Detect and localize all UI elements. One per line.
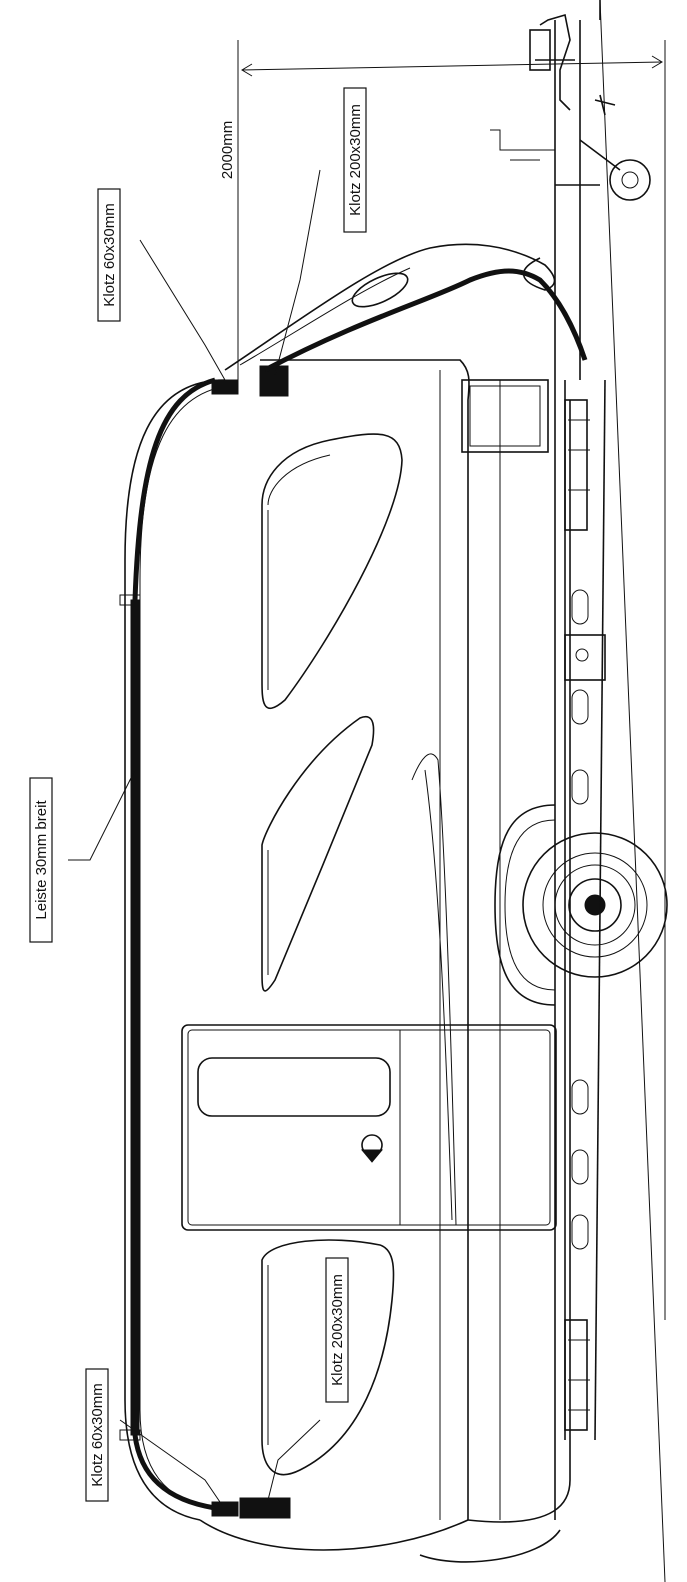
wheel-arch [494, 804, 556, 1006]
label-block-rear-60: Klotz 60x30mm [85, 1368, 109, 1502]
chassis-slot-4 [571, 1079, 589, 1115]
label-block-front-60: Klotz 60x30mm [97, 188, 121, 322]
chassis [564, 379, 606, 1441]
body-swoosh [411, 753, 457, 1226]
chassis-slot-6 [571, 1214, 589, 1250]
chassis-bracket-3 [564, 1319, 588, 1431]
block-rear-60-mark [211, 1501, 239, 1517]
window-front-large [261, 433, 403, 709]
dimension-2000 [237, 0, 666, 1582]
windows [261, 433, 403, 1476]
label-block-front-200-text: Klotz 200x30mm [347, 104, 364, 216]
label-dimension: 2000mm [219, 121, 236, 179]
window-front-large-inner [267, 454, 331, 690]
chassis-slot-5 [571, 1149, 589, 1185]
front-nose-inner [239, 267, 411, 366]
roof-strip-bar [130, 599, 140, 1436]
label-block-front-60-text: Klotz 60x30mm [101, 203, 118, 306]
chassis-slot-2 [571, 689, 589, 725]
blocks [211, 365, 291, 1519]
ground-line [599, 0, 666, 1582]
wheel-rim [542, 852, 648, 958]
label-block-rear-200-text: Klotz 200x30mm [329, 1274, 346, 1386]
caravan-body [124, 0, 601, 1563]
front-hatch [461, 379, 549, 453]
chassis-slot-3 [571, 769, 589, 805]
hitch-head [529, 29, 551, 71]
chassis-bracket-1 [564, 634, 606, 681]
label-strip-text: Leiste 30mm breit [33, 800, 50, 920]
jockey-wheel-hub [621, 171, 639, 189]
roof-inner-line [139, 384, 236, 1511]
wheel-arch-inner [504, 819, 556, 991]
front-roof-curve-strip [132, 377, 216, 601]
dim-arrow-right [651, 55, 663, 69]
roof-strip [119, 377, 216, 1511]
leader-strip [68, 769, 136, 861]
stabilizer-crank [490, 129, 555, 161]
door-lock-icon [360, 1149, 384, 1163]
chassis-rail-bottom [594, 379, 606, 1441]
chassis-fittings [568, 419, 590, 1411]
dim-line [241, 61, 663, 71]
leader-rear-200 [267, 1419, 321, 1501]
wheel-centre [584, 894, 606, 916]
wheel-rim-ring [554, 864, 636, 946]
wheel-tyre [522, 832, 668, 978]
jockey-wheel-post [579, 94, 621, 171]
block-front-60-mark [211, 379, 239, 395]
front-section [224, 13, 651, 453]
door-window [197, 1057, 391, 1117]
label-strip: Leiste 30mm breit [29, 777, 53, 943]
wheel-hub [568, 878, 622, 932]
door-outer [181, 1024, 557, 1231]
front-light [351, 272, 409, 308]
label-dimension-text: 2000mm [219, 121, 236, 179]
door-inner [187, 1029, 551, 1226]
leader-lines [68, 169, 321, 1506]
window-middle [261, 715, 375, 992]
leader-rear-60 [119, 1419, 223, 1506]
chassis-bolt [575, 648, 589, 662]
dim-arrow-left [241, 63, 253, 77]
drawbar [554, 20, 600, 380]
leader-front-60 [139, 239, 226, 381]
entry-door [181, 753, 557, 1231]
block-rear-200-mark [239, 1497, 291, 1519]
chassis-slot-1 [571, 589, 589, 625]
rear-roof-curve-strip [132, 1434, 216, 1511]
label-block-front-200: Klotz 200x30mm [343, 87, 367, 233]
roof-strip-end-bottom [119, 1429, 141, 1441]
roof-strip-end-top [119, 594, 141, 606]
rear-end [199, 1519, 561, 1563]
hitch [535, 13, 575, 111]
label-block-rear-60-text: Klotz 60x30mm [89, 1383, 106, 1486]
leader-front-200 [274, 169, 321, 376]
chassis-bracket-2 [564, 399, 588, 531]
body-outline [260, 359, 571, 1523]
label-block-rear-200: Klotz 200x30mm [325, 1257, 349, 1403]
block-front-200-mark [259, 365, 289, 397]
window-rear [261, 1239, 395, 1476]
jockey-wheel [609, 159, 651, 201]
front-nose-shell [224, 243, 556, 371]
axle-assembly [494, 804, 668, 1006]
front-hatch-inner [469, 385, 541, 447]
gas-locker-lid [263, 268, 588, 373]
